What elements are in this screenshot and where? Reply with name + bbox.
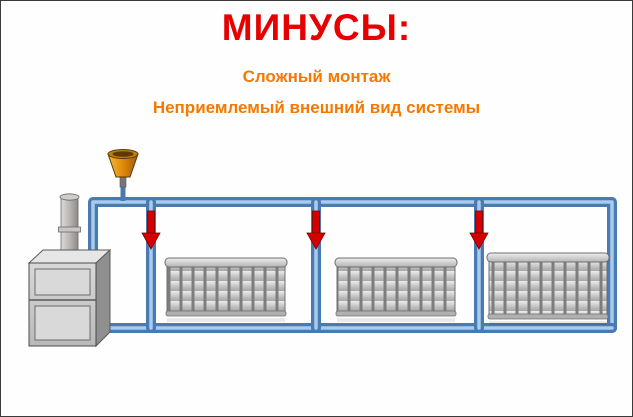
flow-arrow-2	[306, 210, 326, 250]
radiator-1	[164, 257, 288, 322]
bullet-unacceptable-appearance: Неприемлемый внешний вид системы	[152, 98, 481, 117]
flow-arrow-1	[141, 210, 161, 250]
radiator-2	[334, 257, 458, 322]
boiler-lower-door	[34, 305, 91, 341]
bullet-list: Сложный монтаж Неприемлемый внешний вид …	[1, 67, 632, 129]
chimney	[58, 193, 81, 260]
flow-arrow-3	[469, 210, 489, 250]
bullet-complex-installation: Сложный монтаж	[242, 67, 391, 86]
expansion-tank	[107, 149, 139, 188]
slide-title: МИНУСЫ:	[221, 7, 412, 48]
boiler-upper-door	[34, 268, 91, 296]
boiler	[27, 248, 112, 348]
radiator-3	[486, 252, 610, 325]
